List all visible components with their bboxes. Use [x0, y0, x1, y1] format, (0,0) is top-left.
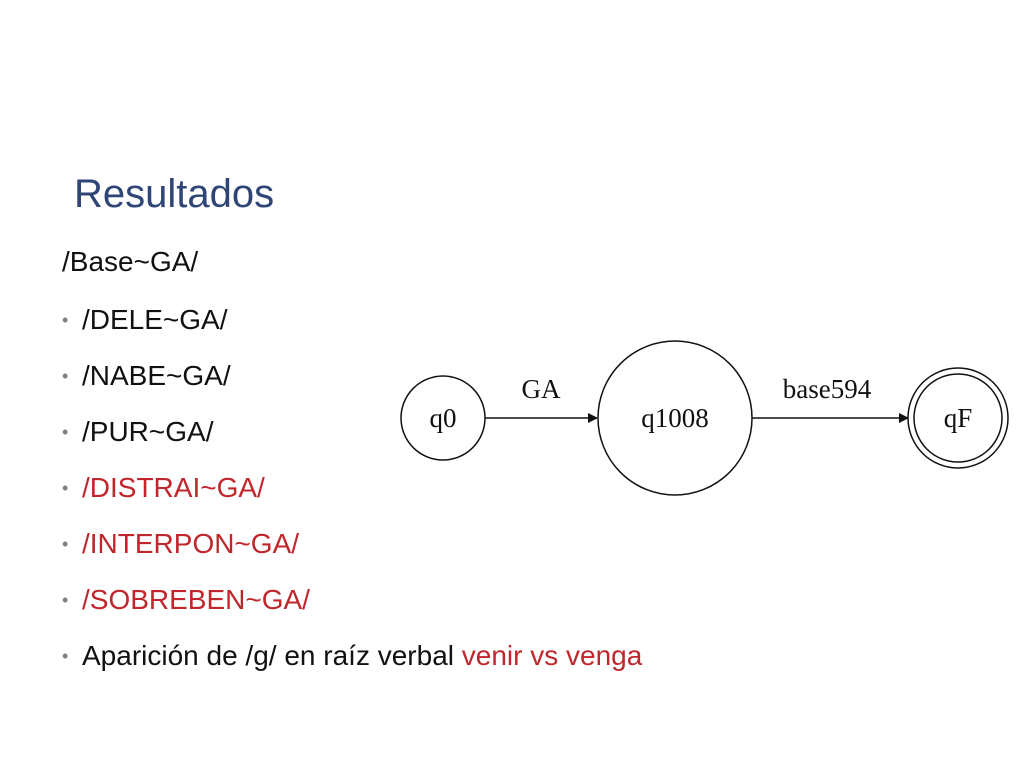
state-q1008-label: q1008 [641, 403, 709, 433]
fsa-diagram: q0 GA q1008 base594 qF [400, 340, 1009, 496]
bullet-list: • /DELE~GA/ • /NABE~GA/ • /PUR~GA/ • /DI… [62, 300, 642, 692]
state-qF: qF [907, 367, 1009, 469]
state-q0: q0 [400, 375, 486, 461]
slide-title: Resultados [74, 172, 275, 216]
transition-q0-q1008: GA [485, 374, 598, 423]
state-q1008: q1008 [597, 340, 753, 496]
transition-label: base594 [783, 374, 872, 404]
bullet-item: • /DELE~GA/ [62, 300, 642, 356]
bullet-icon: • [62, 310, 69, 330]
bullet-text: /SOBREBEN~GA/ [82, 584, 310, 615]
bullet-item-last: • Aparición de /g/ en raíz verbal venir … [62, 636, 642, 692]
bullet-text: Aparición de /g/ en raíz verbal venir vs… [82, 636, 642, 676]
bullet-item: • /NABE~GA/ [62, 356, 642, 412]
bullet-text: /NABE~GA/ [82, 360, 231, 391]
transition-q1008-qF: base594 [752, 374, 909, 423]
state-qF-outer-circle [907, 367, 1009, 469]
bullet-item: • /DISTRAI~GA/ [62, 468, 642, 524]
state-q0-label: q0 [430, 403, 457, 433]
bullet-text: /PUR~GA/ [82, 416, 214, 447]
bullet-text: /DISTRAI~GA/ [82, 472, 265, 503]
transition-label: GA [522, 374, 561, 404]
state-qF-inner-circle [913, 373, 1003, 463]
bullet-item: • /PUR~GA/ [62, 412, 642, 468]
bullet-icon: • [62, 366, 69, 386]
bullet-item: • /INTERPON~GA/ [62, 524, 642, 580]
state-qF-label: qF [944, 403, 973, 433]
bullet-text: /DELE~GA/ [82, 304, 228, 335]
bullet-icon: • [62, 590, 69, 610]
bullet-icon: • [62, 646, 69, 666]
slide-heading: /Base~GA/ [62, 246, 199, 277]
bullet-icon: • [62, 478, 69, 498]
bullet-icon: • [62, 422, 69, 442]
bullet-text-highlight: venir vs venga [461, 640, 643, 671]
bullet-text: /INTERPON~GA/ [82, 528, 300, 559]
bullet-text-prefix: Aparición de /g/ en raíz verbal [82, 640, 462, 671]
bullet-item: • /SOBREBEN~GA/ [62, 580, 642, 636]
bullet-icon: • [62, 534, 69, 554]
